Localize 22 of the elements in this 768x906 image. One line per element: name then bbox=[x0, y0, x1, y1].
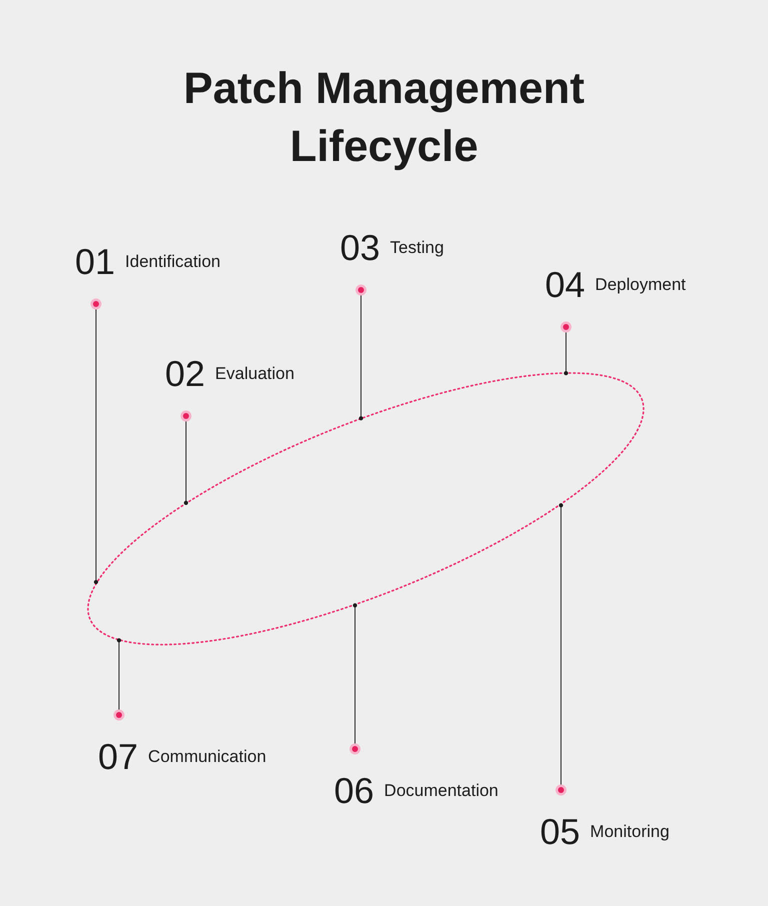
leader-line bbox=[556, 503, 566, 796]
step-name: Testing bbox=[390, 238, 444, 258]
leader-line bbox=[114, 638, 124, 720]
step-number: 07 bbox=[98, 737, 138, 777]
step-name: Communication bbox=[148, 747, 266, 767]
leader-line bbox=[356, 284, 366, 420]
leader-line bbox=[90, 298, 102, 584]
step-number: 01 bbox=[75, 242, 116, 282]
step-name: Evaluation bbox=[215, 364, 294, 384]
leader-line bbox=[180, 410, 192, 505]
step-number: 02 bbox=[165, 354, 206, 394]
step-name: Documentation bbox=[384, 781, 498, 801]
step-name: Monitoring bbox=[590, 822, 670, 842]
step-name: Identification bbox=[125, 252, 220, 272]
step-number: 05 bbox=[540, 812, 580, 852]
leader-line bbox=[350, 603, 360, 754]
leader-line bbox=[560, 322, 572, 376]
step-number: 03 bbox=[340, 228, 380, 268]
step-name: Deployment bbox=[595, 275, 686, 295]
step-number: 04 bbox=[545, 265, 586, 305]
diagram-title: Patch Management Lifecycle bbox=[182, 63, 586, 173]
step-number: 06 bbox=[334, 771, 374, 811]
